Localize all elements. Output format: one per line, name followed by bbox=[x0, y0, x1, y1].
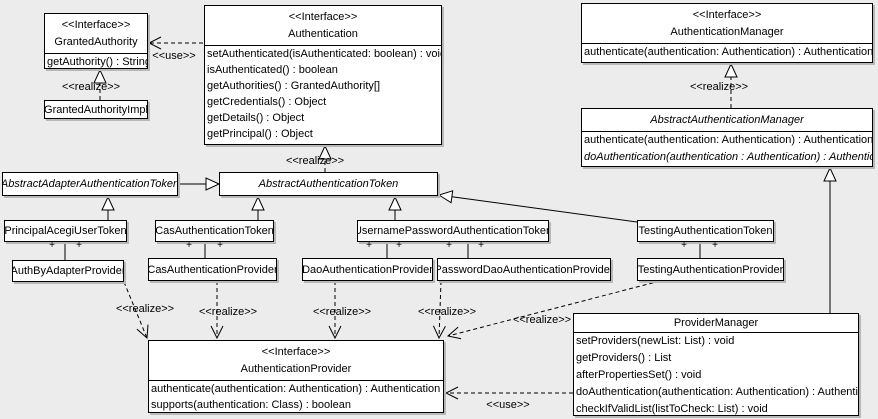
class-auth-by-adapter-provider[interactable]: AuthByAdapterProvider bbox=[12, 260, 124, 282]
class-method: setProviders(newList: List) : void bbox=[576, 335, 735, 347]
class-password-dao-authentication-provider[interactable]: PasswordDaoAuthenticationProvider bbox=[437, 258, 611, 281]
class-authentication[interactable]: <<Interface>> Authentication setAuthenti… bbox=[204, 5, 442, 145]
class-testing-authentication-provider[interactable]: TestingAuthenticationProvider bbox=[637, 258, 784, 281]
class-stereotype: <<Interface>> bbox=[692, 9, 762, 21]
class-method: afterPropertiesSet() : void bbox=[576, 369, 702, 381]
class-cas-authentication-token[interactable]: CasAuthenticationToken bbox=[155, 220, 274, 242]
multiplicity-plus: + bbox=[217, 240, 223, 251]
use-label: <<use>> bbox=[152, 50, 196, 62]
realize-label: <<realize>> bbox=[512, 314, 572, 326]
class-method: getPrincipal() : Object bbox=[207, 128, 313, 140]
class-method: doAuthentication(authentication : Authen… bbox=[584, 151, 873, 163]
use-label: <<use>> bbox=[486, 399, 530, 411]
class-abstract-adapter-authentication-token[interactable]: AbstractAdapterAuthenticationToken bbox=[2, 172, 178, 196]
class-name: PrincipalAcegiUserToken bbox=[4, 225, 127, 237]
class-name: CasAuthenticationToken bbox=[155, 225, 274, 237]
class-method: getAuthority() : String bbox=[47, 56, 148, 68]
class-name: PasswordDaoAuthenticationProvider bbox=[437, 263, 611, 276]
class-method: getDetails() : Object bbox=[207, 112, 305, 124]
class-method: supports(authentication: Class) : boolea… bbox=[151, 399, 351, 411]
class-stereotype: <<Interface>> bbox=[288, 11, 358, 23]
class-dao-authentication-provider[interactable]: DaoAuthenticationProvider bbox=[302, 258, 433, 281]
realize-label: <<realize>> bbox=[417, 306, 477, 318]
class-name: CasAuthenticationProvider bbox=[148, 263, 277, 276]
class-name: UsernamePasswordAuthenticationToken bbox=[357, 225, 549, 237]
class-testing-authentication-token[interactable]: TestingAuthenticationToken bbox=[637, 220, 774, 242]
class-abstract-authentication-token[interactable]: AbstractAuthenticationToken bbox=[219, 172, 438, 196]
class-cas-authentication-provider[interactable]: CasAuthenticationProvider bbox=[148, 258, 277, 281]
multiplicity-plus: + bbox=[478, 240, 484, 251]
class-name: Authentication bbox=[288, 28, 358, 40]
class-method: authenticate(authentication: Authenticat… bbox=[584, 46, 873, 58]
multiplicity-plus: + bbox=[712, 240, 718, 251]
class-authentication-manager[interactable]: <<Interface>> AuthenticationManager auth… bbox=[581, 3, 873, 63]
edge-realize-authbyadapter-to-authprovider bbox=[123, 281, 147, 338]
realize-label: <<realize>> bbox=[689, 81, 749, 93]
class-method: doAuthentication(authentication: Authent… bbox=[576, 386, 859, 398]
class-header: <<Interface>> AuthenticationProvider bbox=[149, 341, 443, 381]
realize-label: <<realize>> bbox=[198, 306, 258, 318]
class-header: <<Interface>> AuthenticationManager bbox=[582, 4, 872, 44]
class-name: TestingAuthenticationToken bbox=[638, 225, 773, 237]
edge-realize-passworddao-to-authprovider bbox=[439, 280, 441, 338]
class-header: <<Interface>> Authentication bbox=[205, 6, 441, 46]
class-name: AuthenticationManager bbox=[670, 26, 784, 38]
edge-realize-testingprovider-to-authprovider bbox=[448, 280, 661, 336]
class-name: AbstractAuthenticationToken bbox=[258, 178, 399, 190]
multiplicity-plus: + bbox=[186, 240, 192, 251]
class-method: setAuthenticated(isAuthenticated: boolea… bbox=[207, 48, 442, 60]
realize-label: <<realize>> bbox=[115, 303, 175, 315]
class-header: <<Interface>> GrantedAuthority bbox=[45, 14, 147, 54]
edge-gen-testingtoken-to-abstracttoken bbox=[437, 190, 638, 223]
multiplicity-plus: + bbox=[366, 240, 372, 251]
class-name: GrantedAuthority bbox=[54, 36, 138, 48]
class-method: authenticate(authentication: Authenticat… bbox=[151, 383, 441, 395]
realize-label: <<realize>> bbox=[312, 306, 372, 318]
class-name: AuthenticationProvider bbox=[240, 363, 352, 375]
class-name: GrantedAuthorityImpl bbox=[44, 103, 148, 116]
class-username-password-authentication-token[interactable]: UsernamePasswordAuthenticationToken bbox=[357, 220, 549, 242]
class-name: TestingAuthenticationProvider bbox=[637, 263, 784, 276]
class-method: checkIfValidList(listToCheck: List) : vo… bbox=[576, 403, 768, 415]
class-name: AbstractAdapterAuthenticationToken bbox=[2, 178, 178, 190]
realize-label: <<realize>> bbox=[285, 155, 345, 167]
realize-label: <<realize>> bbox=[61, 81, 121, 93]
class-abstract-authentication-manager[interactable]: AbstractAuthenticationManager authentica… bbox=[581, 108, 873, 167]
class-name: DaoAuthenticationProvider bbox=[302, 263, 433, 276]
multiplicity-plus: + bbox=[681, 240, 687, 251]
class-provider-manager[interactable]: ProviderManager setProviders(newList: Li… bbox=[573, 313, 859, 416]
class-granted-authority-impl[interactable]: GrantedAuthorityImpl bbox=[44, 100, 148, 119]
multiplicity-plus: + bbox=[446, 240, 452, 251]
class-stereotype: <<Interface>> bbox=[261, 346, 331, 358]
class-method: getProviders() : List bbox=[576, 352, 672, 364]
class-method: getCredentials() : Object bbox=[207, 96, 327, 108]
class-name: AbstractAuthenticationManager bbox=[582, 109, 872, 132]
class-name: ProviderManager bbox=[574, 314, 858, 333]
multiplicity-plus: + bbox=[396, 240, 402, 251]
class-stereotype: <<Interface>> bbox=[61, 19, 131, 31]
class-method: isAuthenticated() : boolean bbox=[207, 64, 338, 76]
class-method: getAuthorities() : GrantedAuthority[] bbox=[207, 80, 381, 92]
class-authentication-provider[interactable]: <<Interface>> AuthenticationProvider aut… bbox=[148, 340, 444, 413]
class-granted-authority[interactable]: <<Interface>> GrantedAuthority getAuthor… bbox=[44, 13, 148, 69]
class-principal-acegi-user-token[interactable]: PrincipalAcegiUserToken bbox=[4, 220, 127, 242]
class-method: authenticate(authentication: Authenticat… bbox=[584, 134, 873, 146]
class-name: AuthByAdapterProvider bbox=[12, 265, 124, 277]
multiplicity-plus: + bbox=[49, 240, 55, 251]
multiplicity-plus: + bbox=[76, 240, 82, 251]
